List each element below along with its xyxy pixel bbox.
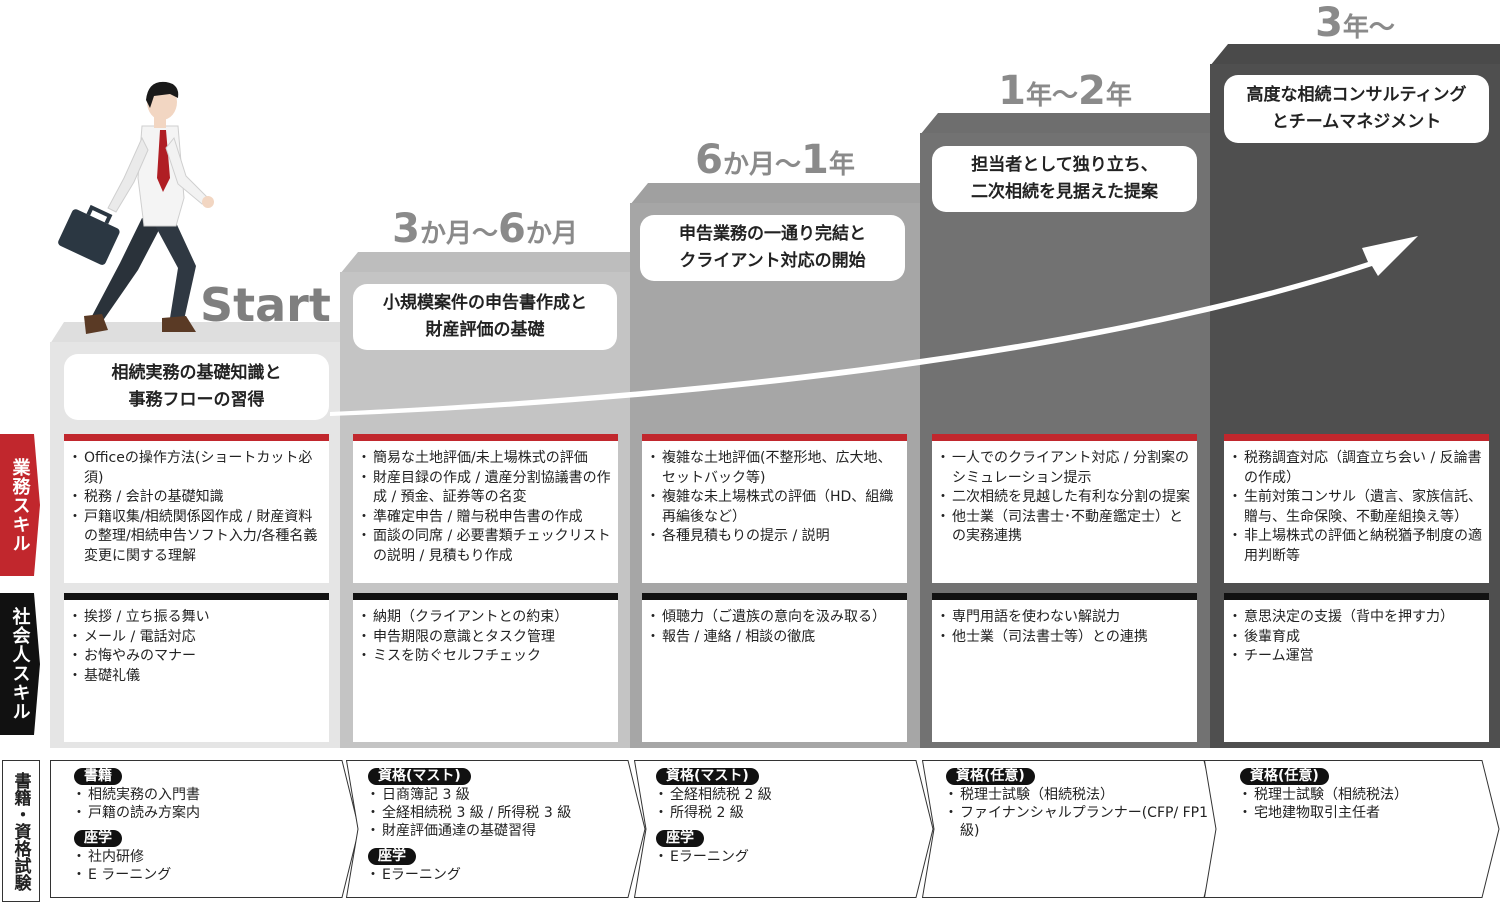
skill-item: 各種見積もりの提示 / 説明 bbox=[646, 527, 901, 547]
business-skill-box-5: 税務調査対応（調査立ち会い / 反論書の作成）生前対策コンサル（遺言、家族信託、… bbox=[1224, 434, 1489, 583]
skill-item: 準確定申告 / 贈与税申告書の作成 bbox=[357, 508, 612, 528]
skill-item: ミスを防ぐセルフチェック bbox=[357, 647, 612, 667]
resource-list: 社内研修E ラーニング bbox=[72, 848, 360, 884]
goal-box-5: 高度な相続コンサルティング とチームマネジメント bbox=[1224, 75, 1489, 143]
resource-item: ファイナンシャルプランナー(CFP/ FP1級) bbox=[944, 804, 1222, 840]
skill-item: 戸籍収集/相続関係図作成 / 財産資料の整理/相続申告ソフト入力/各種名義変更に… bbox=[68, 508, 323, 567]
skill-item: 財産目録の作成 / 遺産分割協議書の作成 / 預金、証券等の名変 bbox=[357, 469, 612, 508]
business-skill-box-3: 複雑な土地評価(不整形地、広大地、セットバック等)複雑な未上場株式の評価（HD、… bbox=[642, 434, 907, 583]
skill-item: 挨拶 / 立ち振る舞い bbox=[68, 608, 323, 628]
resource-tag: 資格(任意) bbox=[946, 768, 1035, 785]
skill-item: 複雑な土地評価(不整形地、広大地、セットバック等) bbox=[646, 449, 901, 488]
resource-tag: 座学 bbox=[368, 848, 416, 865]
skill-item: 二次相続を見越した有利な分割の提案 bbox=[936, 488, 1191, 508]
resource-tag: 書籍 bbox=[74, 768, 122, 785]
skill-item: お悔やみのマナー bbox=[68, 647, 323, 667]
skill-item: 簡易な土地評価/未上場株式の評価 bbox=[357, 449, 612, 469]
goal-box-1: 相続実務の基礎知識と 事務フローの習得 bbox=[64, 354, 329, 420]
resource-item: 相続実務の入門書 bbox=[72, 786, 360, 804]
skill-item: 非上場株式の評価と納税猶予制度の適用判断等 bbox=[1228, 527, 1483, 566]
goal-box-3: 申告業務の一通り完結と クライアント対応の開始 bbox=[640, 215, 905, 281]
skill-item: 税務 / 会計の基礎知識 bbox=[68, 488, 323, 508]
skill-item: 傾聴力（ご遺族の意向を汲み取る） bbox=[646, 608, 901, 628]
resource-list: 相続実務の入門書戸籍の読み方案内 bbox=[72, 786, 360, 822]
skill-item: 納期（クライアントとの約束） bbox=[357, 608, 612, 628]
resource-list: 税理士試験（相続税法）宅地建物取引主任者 bbox=[1238, 786, 1500, 822]
business-skill-box-4: 一人でのクライアント対応 / 分割案のシミュレーション提示二次相続を見越した有利… bbox=[932, 434, 1197, 583]
resource-tag: 資格(マスト) bbox=[368, 768, 471, 785]
resource-item: 全経相続税 2 級 bbox=[654, 786, 934, 804]
resource-list: 全経相続税 2 級所得税 2 級 bbox=[654, 786, 934, 822]
resource-item: 税理士試験（相続税法） bbox=[944, 786, 1222, 804]
skill-item: 申告期限の意識とタスク管理 bbox=[357, 628, 612, 648]
skill-item: チーム運営 bbox=[1228, 647, 1483, 667]
goal-box-2: 小規模案件の申告書作成と 財産評価の基礎 bbox=[353, 284, 617, 350]
resource-box-3: 資格(マスト)全経相続税 2 級所得税 2 級座学Eラーニング bbox=[634, 760, 934, 898]
skill-item: 税務調査対応（調査立ち会い / 反論書の作成） bbox=[1228, 449, 1483, 488]
resource-item: Eラーニング bbox=[366, 866, 646, 884]
skill-item: 他士業（司法書士･不動産鑑定士）との実務連携 bbox=[936, 508, 1191, 547]
resource-item: 税理士試験（相続税法） bbox=[1238, 786, 1500, 804]
books-certification-label: 書籍・資格試験 bbox=[2, 760, 40, 902]
skill-item: 基礎礼儀 bbox=[68, 667, 323, 687]
resource-item: 戸籍の読み方案内 bbox=[72, 804, 360, 822]
period-label-2: 3か月〜6か月 bbox=[392, 206, 578, 252]
resource-list: 日商簿記 3 級全経相続税 3 級 / 所得税 3 級財産評価通達の基礎習得 bbox=[366, 786, 646, 840]
period-label-5: 3年〜 bbox=[1315, 0, 1395, 46]
social-skill-box-3: 傾聴力（ご遺族の意向を汲み取る）報告 / 連絡 / 相談の徹底 bbox=[642, 593, 907, 742]
resource-tag: 座学 bbox=[656, 830, 704, 847]
social-skill-box-1: 挨拶 / 立ち振る舞いメール / 電話対応お悔やみのマナー基礎礼儀 bbox=[64, 593, 329, 742]
period-label-3: 6か月〜1年 bbox=[695, 137, 855, 183]
resource-item: 全経相続税 3 級 / 所得税 3 級 bbox=[366, 804, 646, 822]
resource-item: 宅地建物取引主任者 bbox=[1238, 804, 1500, 822]
skill-item: Officeの操作方法(ショートカット必須) bbox=[68, 449, 323, 488]
goal-box-4: 担当者として独り立ち、 二次相続を見据えた提案 bbox=[932, 146, 1197, 212]
skill-item: 面談の同席 / 必要書類チェックリストの説明 / 見積もり作成 bbox=[357, 527, 612, 566]
social-skill-box-5: 意思決定の支援（背中を押す力）後輩育成チーム運営 bbox=[1224, 593, 1489, 742]
skill-item: 報告 / 連絡 / 相談の徹底 bbox=[646, 628, 901, 648]
social-skill-box-2: 納期（クライアントとの約束）申告期限の意識とタスク管理ミスを防ぐセルフチェック bbox=[353, 593, 618, 742]
skill-item: 専門用語を使わない解説力 bbox=[936, 608, 1191, 628]
skill-item: 一人でのクライアント対応 / 分割案のシミュレーション提示 bbox=[936, 449, 1191, 488]
skill-item: 後輩育成 bbox=[1228, 628, 1483, 648]
resource-list: Eラーニング bbox=[654, 848, 934, 866]
skill-item: 意思決定の支援（背中を押す力） bbox=[1228, 608, 1483, 628]
businessman-illustration bbox=[58, 81, 214, 334]
business-skill-label: 業務スキル bbox=[0, 434, 40, 576]
resource-tag: 座学 bbox=[74, 830, 122, 847]
resource-box-5: 資格(任意)税理士試験（相続税法）宅地建物取引主任者 bbox=[1204, 760, 1500, 898]
resource-item: 財産評価通達の基礎習得 bbox=[366, 822, 646, 840]
resource-item: 日商簿記 3 級 bbox=[366, 786, 646, 804]
resource-item: Eラーニング bbox=[654, 848, 934, 866]
resource-box-1: 書籍相続実務の入門書戸籍の読み方案内座学社内研修E ラーニング bbox=[50, 760, 360, 898]
business-skill-box-1: Officeの操作方法(ショートカット必須)税務 / 会計の基礎知識戸籍収集/相… bbox=[64, 434, 329, 583]
skill-item: 生前対策コンサル（遺言、家族信託、贈与、生命保険、不動産組換え等） bbox=[1228, 488, 1483, 527]
resource-box-4: 資格(任意)税理士試験（相続税法）ファイナンシャルプランナー(CFP/ FP1級… bbox=[922, 760, 1222, 898]
resource-item: E ラーニング bbox=[72, 866, 360, 884]
period-label-4: 1年〜2年 bbox=[998, 68, 1132, 114]
resource-box-2: 資格(マスト)日商簿記 3 級全経相続税 3 級 / 所得税 3 級財産評価通達… bbox=[346, 760, 646, 898]
resource-item: 社内研修 bbox=[72, 848, 360, 866]
resource-list: Eラーニング bbox=[366, 866, 646, 884]
start-label: Start bbox=[200, 278, 331, 332]
resource-tag: 資格(任意) bbox=[1240, 768, 1329, 785]
resource-tag: 資格(マスト) bbox=[656, 768, 759, 785]
resource-item: 所得税 2 級 bbox=[654, 804, 934, 822]
business-skill-box-2: 簡易な土地評価/未上場株式の評価財産目録の作成 / 遺産分割協議書の作成 / 預… bbox=[353, 434, 618, 583]
skill-item: 他士業（司法書士等）との連携 bbox=[936, 628, 1191, 648]
social-skill-label: 社会人スキル bbox=[0, 593, 40, 735]
social-skill-box-4: 専門用語を使わない解説力他士業（司法書士等）との連携 bbox=[932, 593, 1197, 742]
skill-item: 複雑な未上場株式の評価（HD、組織再編後など） bbox=[646, 488, 901, 527]
resource-list: 税理士試験（相続税法）ファイナンシャルプランナー(CFP/ FP1級) bbox=[944, 786, 1222, 840]
skill-item: メール / 電話対応 bbox=[68, 628, 323, 648]
